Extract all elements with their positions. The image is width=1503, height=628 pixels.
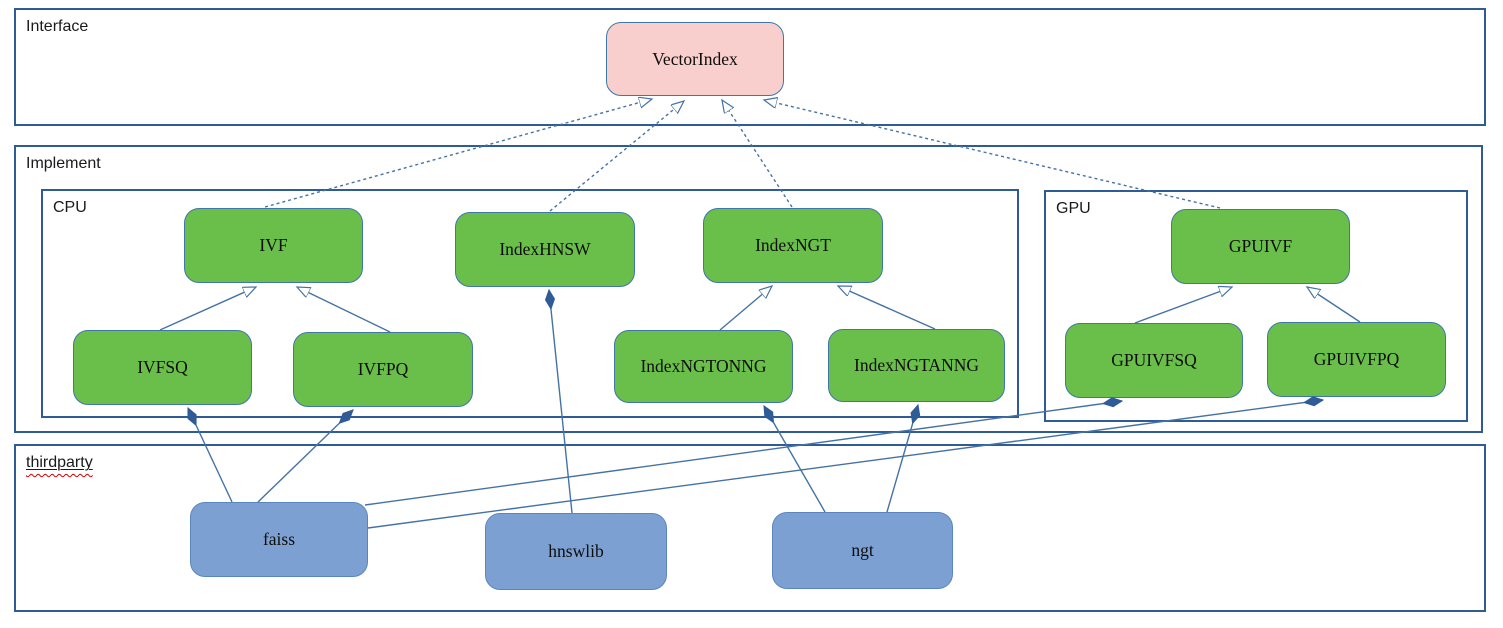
node-gpuivfpq[interactable]: GPUIVFPQ: [1267, 322, 1446, 397]
node-indexngt-label: IndexNGT: [755, 235, 831, 255]
node-indexngtonng[interactable]: IndexNGTONNG: [614, 330, 793, 403]
node-indexhnsw[interactable]: IndexHNSW: [455, 212, 635, 287]
thirdparty-container-label-text: thirdparty: [26, 454, 93, 471]
node-ivfsq[interactable]: IVFSQ: [73, 330, 252, 405]
node-gpuivfsq[interactable]: GPUIVFSQ: [1065, 323, 1243, 398]
node-indexhnsw-label: IndexHNSW: [499, 239, 591, 259]
node-faiss[interactable]: faiss: [190, 502, 368, 577]
node-ivfsq-label: IVFSQ: [137, 357, 188, 377]
interface-container-label: Interface: [26, 18, 89, 35]
cpu-container-label: CPU: [53, 199, 87, 216]
node-ivfpq[interactable]: IVFPQ: [293, 332, 473, 407]
node-hnswlib[interactable]: hnswlib: [485, 513, 667, 590]
thirdparty-container-label: thirdparty: [26, 454, 93, 472]
node-indexngtanng-label: IndexNGTANNG: [854, 355, 979, 375]
node-ivf[interactable]: IVF: [184, 208, 363, 283]
gpu-container-label: GPU: [1056, 200, 1091, 217]
node-gpuivf[interactable]: GPUIVF: [1171, 209, 1350, 284]
node-indexngtonng-label: IndexNGTONNG: [640, 356, 767, 376]
node-indexngt[interactable]: IndexNGT: [703, 208, 883, 283]
node-ngt-label: ngt: [851, 540, 874, 560]
node-ivfpq-label: IVFPQ: [357, 359, 409, 379]
node-vectorindex[interactable]: VectorIndex: [606, 22, 784, 96]
node-gpuivf-label: GPUIVF: [1228, 236, 1293, 256]
implement-container-label: Implement: [26, 155, 101, 172]
node-vectorindex-label: VectorIndex: [652, 48, 738, 69]
node-gpuivfpq-label: GPUIVFPQ: [1313, 349, 1400, 369]
node-faiss-label: faiss: [262, 529, 296, 549]
node-ngt[interactable]: ngt: [772, 512, 953, 589]
node-indexngtanng[interactable]: IndexNGTANNG: [828, 329, 1005, 402]
node-gpuivfsq-label: GPUIVFSQ: [1111, 350, 1197, 370]
node-ivf-label: IVF: [259, 235, 288, 255]
node-hnswlib-label: hnswlib: [548, 541, 604, 561]
